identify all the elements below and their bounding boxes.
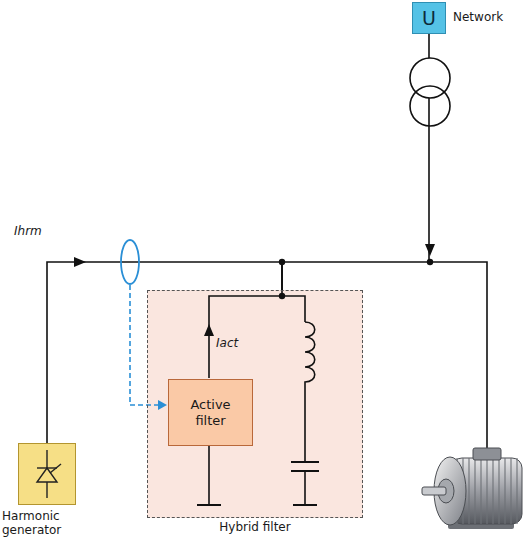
motor-illustration [422, 448, 522, 529]
capacitor-symbol [291, 462, 319, 505]
current-label: Iact [216, 336, 238, 350]
wire-connector [282, 34, 429, 290]
node-label: Harmonic generator [2, 509, 92, 537]
sensor-line [130, 285, 160, 405]
wire [209, 296, 305, 378]
source-box: U [412, 2, 446, 34]
arrow-head [204, 324, 214, 336]
source-letter: U [422, 7, 436, 29]
box-label: Active filter [181, 397, 241, 429]
thyristor-symbol [19, 444, 75, 504]
process-box: Active filter [168, 379, 253, 446]
current-sensor [121, 240, 139, 284]
group-label: Hybrid filter [148, 520, 362, 534]
arrow-head [425, 244, 435, 256]
arrow-head [74, 257, 86, 267]
transformer-symbol [410, 58, 450, 126]
ground-symbol [197, 445, 221, 505]
wire [430, 262, 487, 458]
current-label: Ihrm [14, 224, 42, 238]
filter-fill [147, 290, 363, 518]
filter-group: Hybrid filterActive filter [147, 290, 363, 518]
harmonic-source: Harmonic generator [18, 443, 76, 505]
network-source: UNetwork [412, 2, 446, 34]
arrow-head [158, 400, 167, 410]
inductor-symbol [305, 322, 315, 462]
source-box [18, 443, 76, 505]
node-label: Network [453, 10, 503, 24]
